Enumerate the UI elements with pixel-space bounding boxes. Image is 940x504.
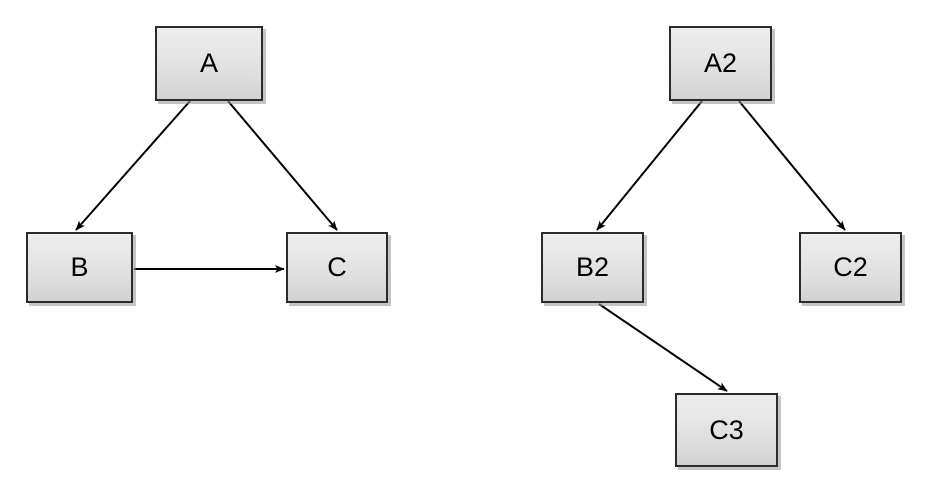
node-a2[interactable]: A2 — [669, 26, 772, 101]
node-b2[interactable]: B2 — [541, 232, 644, 303]
node-label-b: B — [70, 252, 89, 282]
node-label-c2: C2 — [833, 252, 868, 282]
edge-a-to-b[interactable] — [75, 100, 191, 231]
node-b[interactable]: B — [26, 232, 133, 303]
node-label-c3: C3 — [709, 414, 744, 445]
node-label-a: A — [199, 48, 218, 78]
node-a[interactable]: A — [155, 26, 263, 101]
edge-b2-to-c3[interactable] — [598, 303, 728, 392]
edge-a2-to-c2[interactable] — [738, 100, 846, 231]
edge-a-to-c[interactable] — [227, 100, 338, 231]
node-label-a2: A2 — [703, 48, 738, 78]
node-c3[interactable]: C3 — [675, 393, 778, 467]
node-c[interactable]: C — [286, 232, 388, 303]
node-c2[interactable]: C2 — [799, 232, 902, 303]
node-label-c: C — [327, 252, 347, 282]
edge-a2-to-b2[interactable] — [596, 100, 703, 231]
node-label-b2: B2 — [575, 252, 610, 282]
